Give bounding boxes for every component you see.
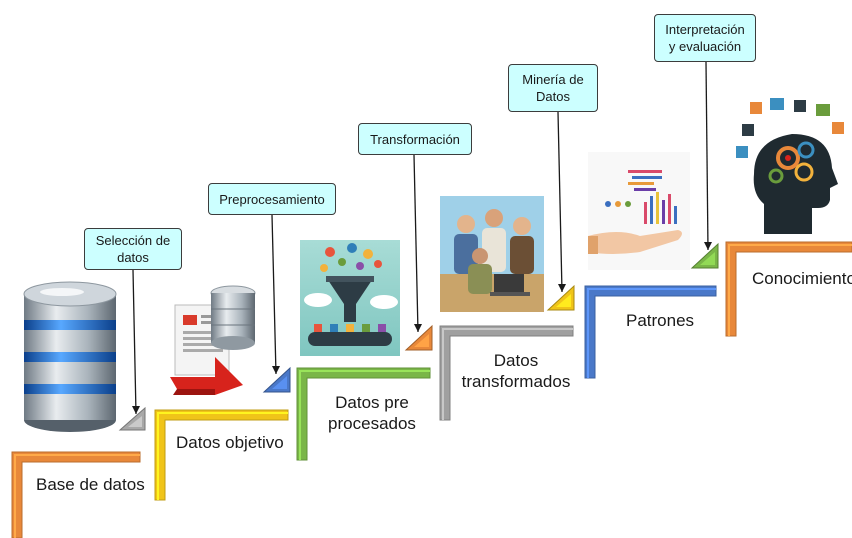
step-1-highlight [14,454,140,538]
stage-datos-preprocesados-line-2: procesados [328,414,416,433]
triangles-group [118,242,719,431]
step-4-highlight [442,328,573,420]
callout-mineria-de-datos: Minería de Datos [508,64,598,112]
step-4 [439,325,574,421]
step-6-bar [725,241,852,337]
stage-patrones-label: Patrones [626,311,695,330]
step-3-highlight [299,370,430,460]
step-4-bar [439,325,574,421]
process-triangle-3-inner [414,334,429,347]
connector-arrowhead-1 [132,406,140,414]
steps-group [11,241,852,538]
step-5-bar [584,285,717,379]
step-2 [154,409,289,501]
callout-seleccion-line-2: datos [117,250,149,265]
stage-datos-preprocesados-line-1: Datos pre [335,393,409,412]
connector-line-2 [271,214,277,375]
stage-datos-transformados-line-1: Datos [493,351,539,370]
connector-arrowhead-3 [414,324,422,332]
connector-line-3 [413,154,419,333]
connector-line-5 [705,61,709,251]
step-1 [11,451,141,538]
process-triangle-5-inner [700,252,715,265]
connector-arrowhead-4 [558,284,566,292]
step-3-bar [296,367,431,461]
connector-line-1 [132,269,137,415]
connector-line-4 [557,111,563,293]
callout-interpretacion-line-1: Interpretación [665,22,745,37]
connector-arrowhead-5 [704,242,712,250]
process-triangle-4-inner [556,294,571,307]
step-5 [584,285,717,379]
step-1-bar [11,451,141,538]
callout-transformacion: Transformación [358,123,472,155]
stage-datos-objetivo-label: Datos objetivo [176,433,284,452]
stage-datos-transformados-label: Datos transformados [460,350,572,392]
step-3 [296,367,431,461]
step-2-highlight [157,412,288,500]
target-data-icon [170,285,256,395]
database-icon [23,281,117,432]
step-6 [725,241,852,337]
process-triangle-2-inner [272,376,287,389]
team-meeting-icon [440,196,544,312]
connector-arrowhead-2 [272,366,280,374]
callout-transformacion-line-1: Transformación [370,131,460,147]
callout-mineria-line-2: Datos [536,89,570,104]
callout-mineria-line-1: Minería de [522,72,584,87]
connectors-group [132,61,712,415]
callout-interpretacion-line-2: y evaluación [668,39,742,54]
stage-datos-transformados-line-2: transformados [461,372,571,391]
step-2-bar [154,409,289,501]
callout-seleccion-line-1: Selección de [95,233,171,248]
callout-preprocesamiento: Preprocesamiento [208,183,336,215]
knowledge-head-icon [736,96,848,234]
step-6-highlight [728,244,852,336]
step-5-highlight [587,288,716,378]
process-triangle-1-inner [128,416,142,427]
callout-seleccion-de-datos: Selección de datos [84,228,182,270]
patterns-chart-icon [588,152,690,270]
stage-base-de-datos-label: Base de datos [36,475,145,494]
funnel-icon [300,240,400,356]
callout-interpretacion-y-evaluacion: Interpretación y evaluación [654,14,756,62]
stage-datos-preprocesados-label: Datos pre procesados [324,392,420,434]
stage-conocimiento-label: Conocimiento [752,269,852,288]
callout-preprocesamiento-line-1: Preprocesamiento [219,191,325,207]
